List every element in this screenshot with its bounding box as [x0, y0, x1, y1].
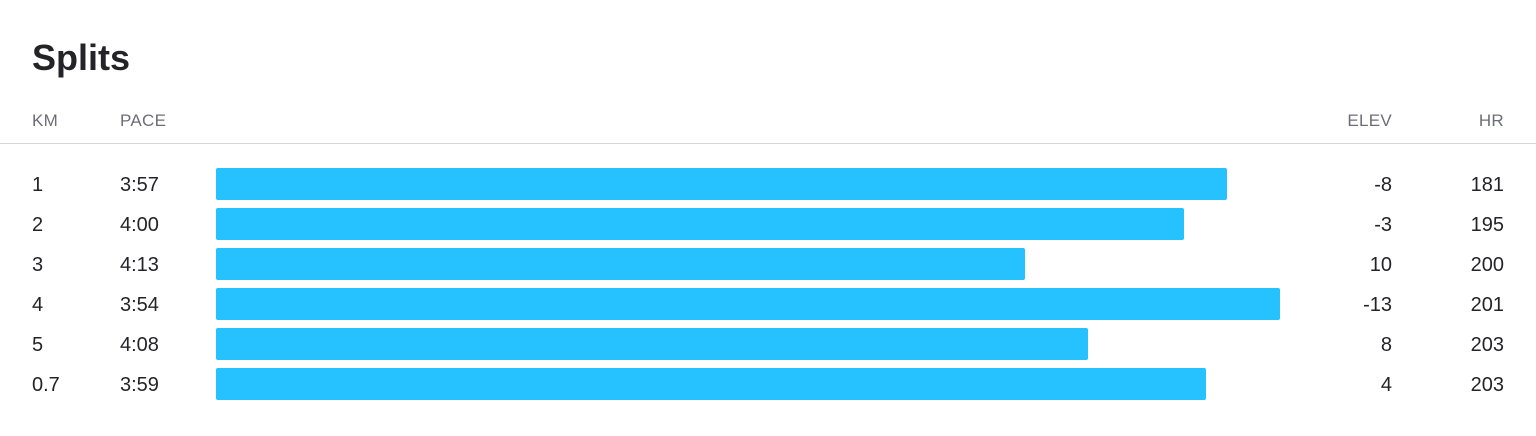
pace-bar: [216, 168, 1227, 200]
split-elev: -8: [1374, 174, 1392, 196]
split-km: 3: [32, 254, 44, 276]
pace-bar-track: [216, 168, 1280, 200]
splits-list: 1 3:57 -8 181 2 4:00 -3 195 3 4:13 10 20…: [0, 166, 1536, 406]
split-row: 4 3:54 -13 201: [0, 286, 1536, 326]
column-header-hr: HR: [1478, 111, 1504, 130]
pace-bar-track: [216, 208, 1280, 240]
split-pace: 3:57: [120, 174, 159, 196]
split-elev: 4: [1380, 374, 1392, 396]
split-hr: 201: [1470, 294, 1504, 316]
split-hr: 203: [1470, 334, 1504, 356]
split-hr: 203: [1470, 374, 1504, 396]
pace-bar: [216, 248, 1025, 280]
pace-bar-track: [216, 248, 1280, 280]
splits-title: Splits: [32, 37, 131, 78]
split-elev: -13: [1363, 294, 1392, 316]
split-pace: 4:13: [120, 254, 159, 276]
split-pace: 3:59: [120, 374, 159, 396]
split-row: 2 4:00 -3 195: [0, 206, 1536, 246]
pace-bar: [216, 368, 1206, 400]
split-row: 5 4:08 8 203: [0, 326, 1536, 366]
split-hr: 200: [1470, 254, 1504, 276]
split-km: 5: [32, 334, 44, 356]
split-km: 2: [32, 214, 44, 236]
split-pace: 3:54: [120, 294, 159, 316]
pace-bar-track: [216, 368, 1280, 400]
split-elev: -3: [1374, 214, 1392, 236]
column-header-elev: ELEV: [1347, 111, 1392, 130]
split-pace: 4:08: [120, 334, 159, 356]
pace-bar: [216, 288, 1280, 320]
split-km: 0.7: [32, 374, 60, 396]
split-hr: 195: [1470, 214, 1504, 236]
column-header-km: KM: [32, 111, 59, 130]
split-row: 1 3:57 -8 181: [0, 166, 1536, 206]
pace-bar: [216, 328, 1089, 360]
split-row: 0.7 3:59 4 203: [0, 366, 1536, 406]
pace-bar-track: [216, 288, 1280, 320]
pace-bar: [216, 208, 1185, 240]
split-km: 4: [32, 294, 44, 316]
split-km: 1: [32, 174, 44, 196]
split-elev: 10: [1369, 254, 1392, 276]
split-pace: 4:00: [120, 214, 159, 236]
splits-header-row: KM PACE ELEV HR: [0, 108, 1536, 144]
split-hr: 181: [1470, 174, 1504, 196]
split-row: 3 4:13 10 200: [0, 246, 1536, 286]
pace-bar-track: [216, 328, 1280, 360]
split-elev: 8: [1380, 334, 1392, 356]
column-header-pace: PACE: [120, 111, 167, 130]
